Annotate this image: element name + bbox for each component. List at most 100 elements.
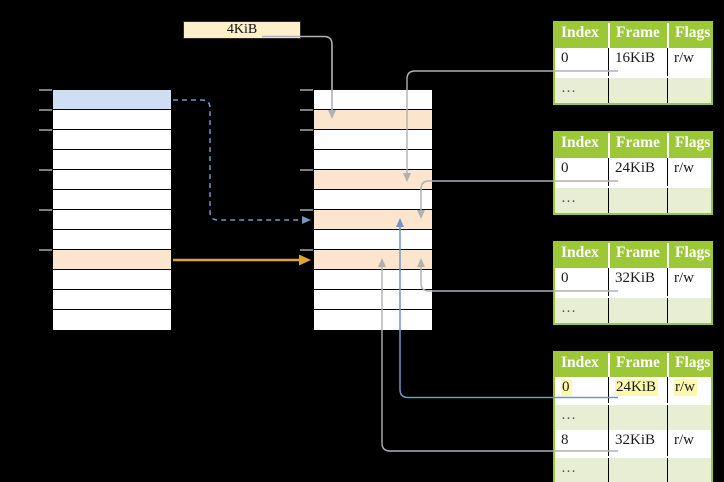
- cell-index: 0: [561, 160, 569, 176]
- cell-index: 0: [561, 50, 569, 66]
- memory-cell: [314, 130, 432, 150]
- address-tick: [300, 89, 313, 91]
- cell-index: 0: [561, 270, 569, 286]
- memory-cell: [314, 190, 432, 210]
- cell-flags: r/w: [667, 48, 711, 76]
- cell-frame: [608, 188, 667, 213]
- page-table-2: Index Frame Flags 0 24KiB r/w …: [553, 131, 713, 215]
- address-tick: [39, 169, 52, 171]
- page-size-label: 4KiB: [183, 21, 301, 39]
- table-row: …: [555, 76, 711, 103]
- physical-frame-cell: [314, 250, 432, 270]
- header-index: Index: [561, 354, 599, 371]
- memory-cell: [53, 150, 171, 170]
- cell-index: …: [561, 190, 576, 206]
- header-flags: Flags: [667, 243, 711, 268]
- virtual-page-mapping-orange-arrow: [173, 254, 311, 266]
- header-index: Index: [561, 24, 599, 41]
- page-table-header: Index Frame Flags: [555, 133, 711, 158]
- cell-frame: 32KiB: [608, 268, 667, 296]
- table-row: 8 32KiB r/w: [555, 430, 711, 456]
- page-table-header: Index Frame Flags: [555, 353, 711, 377]
- page-table-4: Index Frame Flags 0 24KiB r/w … 8 32KiB …: [553, 351, 713, 482]
- memory-cell: [314, 90, 432, 110]
- highlighted-value: 0: [561, 379, 572, 396]
- header-frame: Frame: [608, 23, 667, 48]
- physical-memory-column: [313, 89, 433, 331]
- cell-flags: [667, 78, 711, 103]
- page-table-1: Index Frame Flags 0 16KiB r/w …: [553, 21, 713, 105]
- address-tick: [39, 109, 52, 111]
- address-tick: [300, 169, 313, 171]
- address-tick: [300, 249, 313, 251]
- header-frame: Frame: [608, 353, 667, 377]
- header-flags: Flags: [667, 353, 711, 377]
- virtual-page-cell-mapped: [53, 250, 171, 270]
- header-frame: Frame: [608, 243, 667, 268]
- memory-cell: [53, 170, 171, 190]
- cell-flags: [667, 458, 711, 482]
- cell-flags: r/w: [667, 158, 711, 186]
- virtual-page-translation-dashed-arrow: [173, 99, 311, 224]
- memory-cell: [314, 230, 432, 250]
- address-tick: [300, 209, 313, 211]
- virtual-memory-column: [52, 89, 172, 331]
- memory-cell: [53, 110, 171, 130]
- table-row: …: [555, 403, 711, 430]
- page-table-header: Index Frame Flags: [555, 243, 711, 268]
- table-row: …: [555, 456, 711, 482]
- header-index: Index: [561, 244, 599, 261]
- memory-cell: [53, 290, 171, 310]
- table-row: …: [555, 296, 711, 323]
- table-row: 0 16KiB r/w: [555, 48, 711, 76]
- address-tick: [39, 89, 52, 91]
- cell-index: …: [561, 407, 576, 423]
- cell-flags: r/w: [667, 377, 711, 403]
- memory-cell: [314, 150, 432, 170]
- cell-frame: 16KiB: [608, 48, 667, 76]
- virtual-page-cell-selected: [53, 90, 171, 110]
- address-tick: [39, 209, 52, 211]
- cell-frame: [608, 458, 667, 482]
- cell-frame: 32KiB: [608, 430, 667, 456]
- cell-frame: 24KiB: [608, 377, 667, 403]
- cell-frame: [608, 298, 667, 323]
- header-index: Index: [561, 134, 599, 151]
- highlighted-value: 24KiB: [615, 379, 659, 396]
- physical-frame-cell: [314, 170, 432, 190]
- highlighted-value: r/w: [674, 379, 697, 396]
- memory-cell: [53, 270, 171, 290]
- cell-index: 0: [555, 377, 608, 403]
- memory-cell: [53, 310, 171, 330]
- address-tick: [39, 129, 52, 131]
- header-flags: Flags: [667, 23, 711, 48]
- address-tick: [39, 249, 52, 251]
- address-tick: [300, 109, 313, 111]
- table-row-highlighted: 0 24KiB r/w: [555, 377, 711, 403]
- table-row: 0 32KiB r/w: [555, 268, 711, 296]
- physical-frame-cell: [314, 210, 432, 230]
- cell-frame: [608, 405, 667, 430]
- header-frame: Frame: [608, 133, 667, 158]
- address-tick: [300, 129, 313, 131]
- cell-index: 8: [561, 432, 569, 448]
- page-table-3: Index Frame Flags 0 32KiB r/w …: [553, 241, 713, 325]
- cell-flags: r/w: [667, 430, 711, 456]
- memory-cell: [53, 230, 171, 250]
- memory-cell: [314, 290, 432, 310]
- cell-index: …: [561, 460, 576, 476]
- memory-cell: [53, 190, 171, 210]
- physical-frame-cell: [314, 110, 432, 130]
- table-row: …: [555, 186, 711, 213]
- cell-frame: 24KiB: [608, 158, 667, 186]
- cell-flags: [667, 188, 711, 213]
- cell-index: …: [561, 80, 576, 96]
- page-table-header: Index Frame Flags: [555, 23, 711, 48]
- cell-flags: [667, 405, 711, 430]
- cell-flags: [667, 298, 711, 323]
- memory-cell: [314, 310, 432, 330]
- cell-frame: [608, 78, 667, 103]
- cell-flags: r/w: [667, 268, 711, 296]
- header-flags: Flags: [667, 133, 711, 158]
